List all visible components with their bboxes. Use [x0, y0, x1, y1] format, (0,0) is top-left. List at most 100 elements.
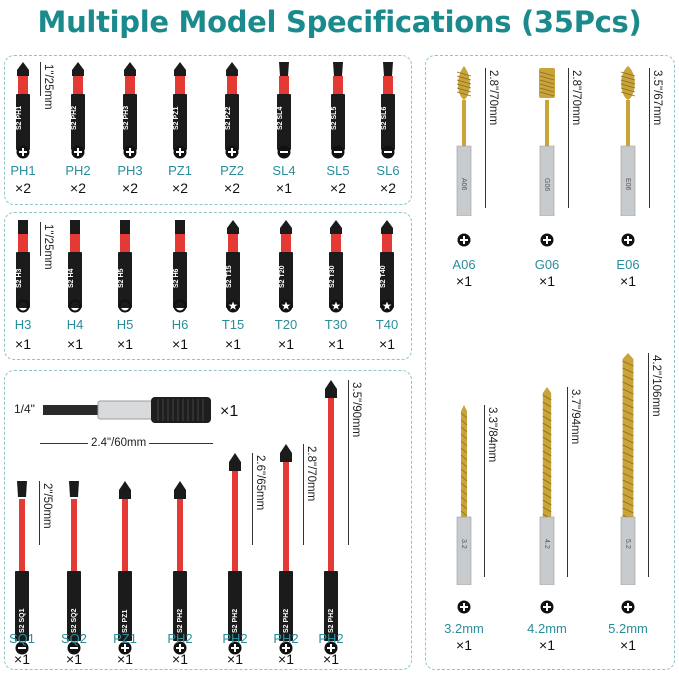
torx-tip-icon	[380, 299, 394, 313]
bit-qty: ×2	[15, 180, 31, 196]
hex-tip-icon	[68, 299, 82, 313]
bit-label: S2 H6	[173, 268, 180, 288]
cross-tip-icon	[225, 145, 239, 159]
bit-qty: ×1	[278, 651, 294, 667]
long-bit-dimension-line	[252, 453, 253, 545]
torx-tip-icon	[226, 299, 240, 313]
bit-qty: ×1	[379, 336, 395, 352]
burr-dimension-line	[568, 68, 569, 208]
burr-qty: ×1	[456, 273, 472, 289]
bit-code: PZ1	[168, 163, 192, 178]
long-bit-ph2: S2 PH2	[277, 444, 295, 641]
panel-hex-torx	[4, 212, 412, 360]
bit-label: S2 PZ2	[225, 106, 232, 130]
cross-tip-icon	[123, 145, 137, 159]
long-bit-dimension-line	[39, 481, 40, 545]
bit-qty: ×1	[66, 651, 82, 667]
bit-qty: ×1	[172, 651, 188, 667]
burr-label: G06	[543, 178, 550, 192]
cross-tip-icon	[540, 600, 554, 614]
bit-code: SQ1	[8, 631, 35, 646]
bit-h5: S2 H5	[116, 220, 134, 308]
bit-code: H4	[66, 317, 84, 332]
bit-h3: S2 H3	[14, 220, 32, 308]
torx-tip-icon	[279, 299, 293, 313]
bit-qty: ×1	[323, 651, 339, 667]
bit-t20: S2 T20	[277, 220, 295, 308]
bit-h6: S2 H6	[171, 220, 189, 308]
holder-qty: ×1	[220, 403, 239, 420]
drill-label: 3.2	[460, 539, 467, 549]
bit-label: S2 PZ1	[173, 106, 180, 130]
bit-label: S2 H5	[118, 268, 125, 288]
bit-label: S2 PH3	[123, 105, 130, 130]
cross-tip-icon	[457, 233, 471, 247]
bit-code: H3	[14, 317, 32, 332]
drill-bit-3.2: 3.2	[453, 405, 475, 586]
burr-code: G06	[534, 257, 560, 272]
burr-code: E06	[616, 257, 640, 272]
drill-code: 4.2mm	[527, 621, 567, 636]
drill-qty: ×1	[456, 637, 472, 653]
cross-tip-icon	[173, 145, 187, 159]
bit-qty: ×1	[117, 651, 133, 667]
burr-e06: E06	[616, 66, 640, 217]
burr-dimension: 2.8"/70mm	[487, 70, 499, 126]
bit-qty: ×1	[276, 180, 292, 196]
drill-label: 4.2	[543, 539, 550, 549]
bit-code: SL5	[326, 163, 350, 178]
bit-qty: ×1	[278, 336, 294, 352]
long-bit-ph2: S2 PH2	[171, 481, 189, 641]
slot-tip-icon	[381, 145, 395, 159]
bit-sl4: S2 SL4	[275, 62, 293, 150]
bit-code: PH2	[273, 631, 299, 646]
drill-label: 5.2	[624, 539, 631, 549]
burr-dimension: 3.5"/67mm	[651, 70, 663, 126]
long-bit-sq2: S2 SQ2	[65, 481, 83, 641]
drill-dimension-line	[484, 405, 485, 577]
bit-qty: ×1	[14, 651, 30, 667]
bit-qty: ×1	[117, 336, 133, 352]
bit-h4: S2 H4	[66, 220, 84, 308]
long-bit-sq1: S2 SQ1	[13, 481, 31, 641]
bit-code: H5	[116, 317, 134, 332]
panel1-dimension: 1"/25mm	[42, 64, 54, 110]
bit-code: T20	[274, 317, 298, 332]
bit-ph1: S2 PH1	[14, 62, 32, 150]
panel-phillips-slotted	[4, 55, 412, 205]
bit-label: S2 SL5	[331, 106, 338, 130]
burr-dimension-line	[649, 68, 650, 208]
bit-qty: ×2	[122, 180, 138, 196]
bit-pz2: S2 PZ2	[223, 62, 241, 150]
drill-dimension-line	[648, 353, 649, 577]
cross-tip-icon	[621, 600, 635, 614]
panel2-dimension-line	[40, 222, 41, 256]
bit-qty: ×1	[172, 336, 188, 352]
cross-tip-icon	[540, 233, 554, 247]
drill-dimension-line	[567, 387, 568, 577]
bit-code: H6	[171, 317, 189, 332]
burr-g06: G06	[535, 66, 559, 217]
slot-tip-icon	[331, 145, 345, 159]
torx-tip-icon	[329, 299, 343, 313]
bit-qty: ×2	[330, 180, 346, 196]
slot-tip-icon	[277, 145, 291, 159]
bit-label: S2 SL4	[277, 106, 284, 130]
cross-tip-icon	[118, 641, 132, 655]
drill-code: 3.2mm	[444, 621, 484, 636]
bit-sl5: S2 SL5	[329, 62, 347, 150]
bit-label: S2 T15	[226, 265, 233, 288]
bit-qty: ×1	[225, 336, 241, 352]
drill-code: 5.2mm	[608, 621, 648, 636]
cross-tip-icon	[279, 641, 293, 655]
drill-bit-5.2: 5.2	[617, 353, 639, 586]
panel2-dimension: 1"/25mm	[42, 224, 54, 270]
bit-label: S2 H4	[68, 268, 75, 288]
bit-label: S2 PZ1	[122, 609, 129, 633]
hex-tip-icon	[118, 299, 132, 313]
bit-code: SL6	[376, 163, 400, 178]
bit-qty: ×2	[224, 180, 240, 196]
bit-label: S2 SQ2	[71, 608, 78, 633]
bit-t30: S2 T30	[327, 220, 345, 308]
slot-tip-icon	[67, 641, 81, 655]
